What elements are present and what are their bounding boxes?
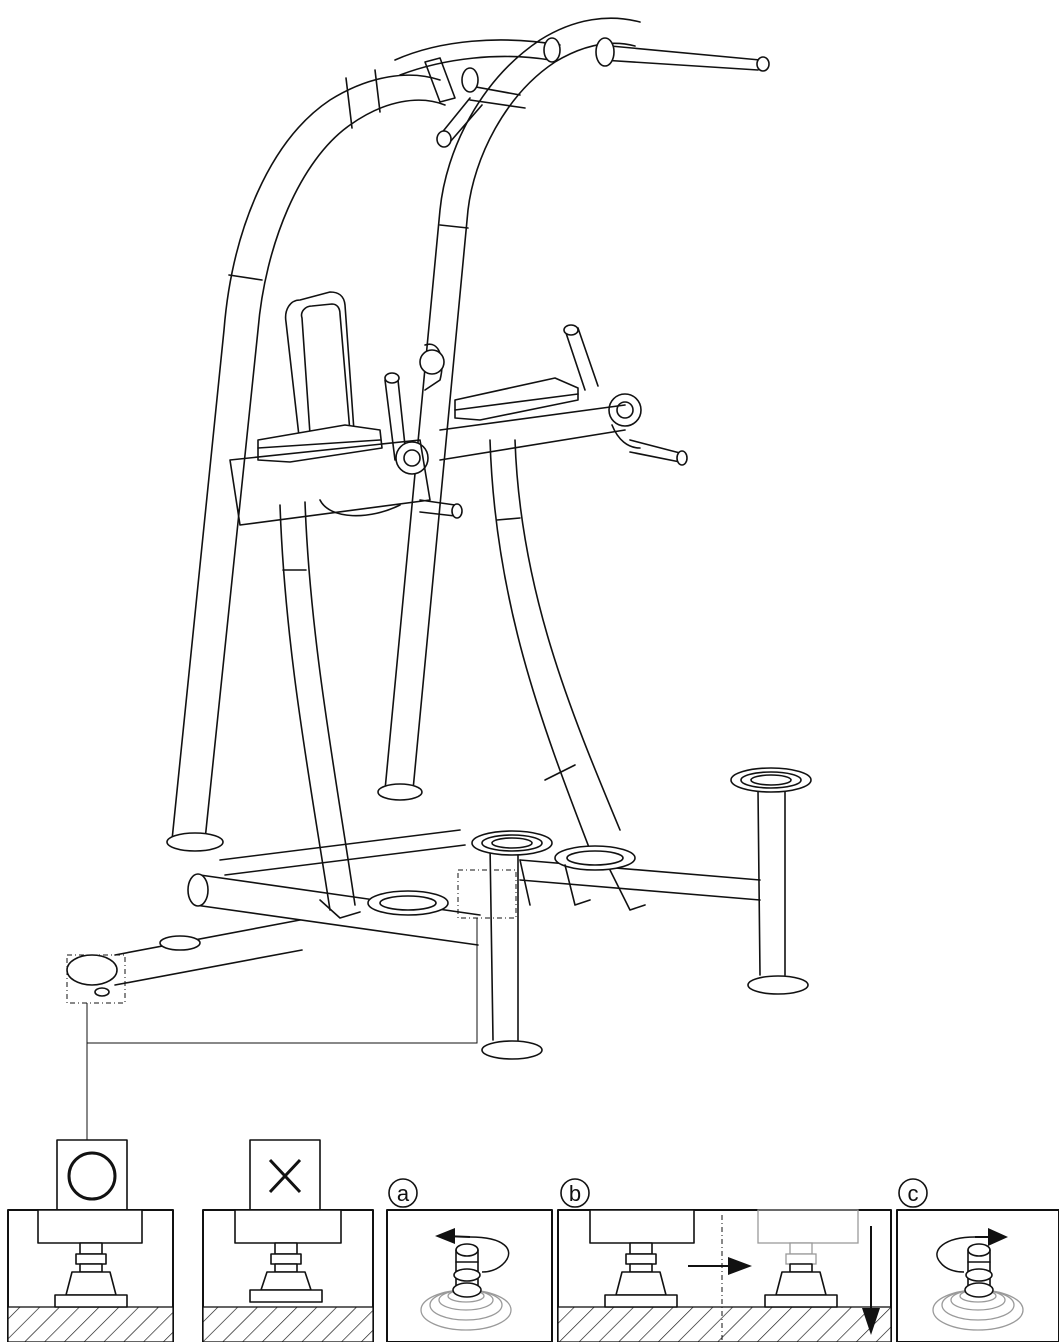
step-c-label: c [908,1181,919,1206]
panel-step-c: c [896,1178,1059,1342]
panel-correct [7,1139,174,1342]
circle-icon [67,1151,117,1201]
panel-incorrect [202,1139,374,1342]
leveling-foot-after [764,1242,838,1308]
panel-step-a: a [386,1178,553,1342]
leveling-foot-before [604,1242,678,1308]
arrow-rotate-counterclockwise-icon [435,1228,510,1273]
leveling-foot [54,1242,128,1308]
machine-frame [66,17,812,1060]
cross-icon [268,1158,302,1194]
arrow-rotate-clockwise-icon [936,1228,1008,1273]
leveling-foot-raised [249,1242,323,1303]
arrow-right-icon [688,1257,752,1275]
foot-callout-markers [66,869,517,1140]
step-a-label: a [397,1181,410,1206]
step-b-label: b [569,1181,581,1206]
panel-step-b: b [557,1178,892,1342]
arrow-down-icon [862,1226,880,1335]
